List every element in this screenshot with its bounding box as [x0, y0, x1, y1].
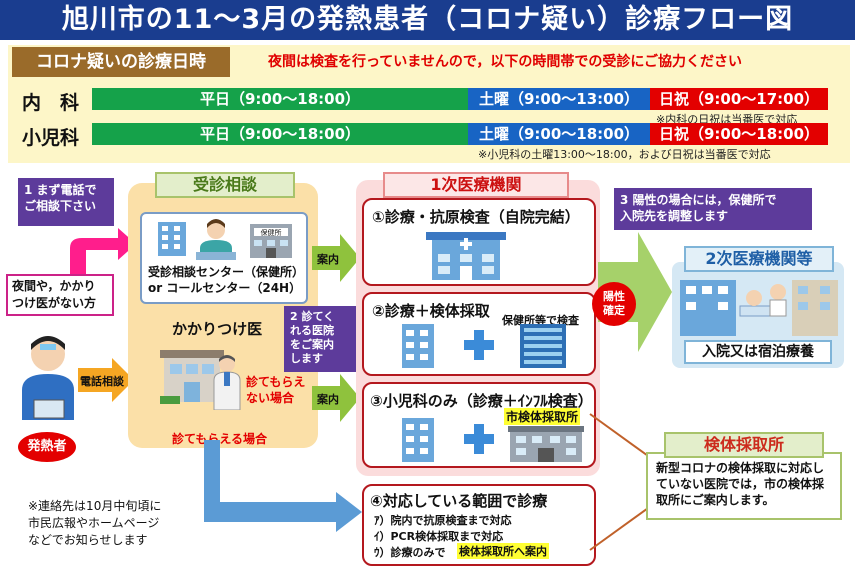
doctor-icon	[213, 355, 241, 410]
guide-arrow-2	[312, 374, 360, 422]
hospital-building-icon	[158, 222, 186, 256]
health-center-sign: 保健所	[260, 229, 282, 237]
testing-site-box: 新型コロナの検体採取に対応していない医院では，市の検体採取所にご案内します。	[646, 452, 842, 520]
clinic-building-icon	[160, 350, 224, 404]
clinic-small-icon-2	[402, 418, 434, 462]
step2-label: 2 診てく れる医院 をご案内 します	[284, 306, 356, 372]
step3-label: 3 陽性の場合には，保健所で 入院先を調整します	[614, 188, 812, 230]
internal-holiday-note: ※内科の日祝は当番医で対応	[656, 113, 798, 126]
primary-box-2-sub: 保健所等で検査	[502, 314, 579, 327]
primary-box-3-sub: 市検体採取所	[504, 408, 581, 425]
clinic-small-icon-1	[402, 324, 434, 368]
plus-icon-1	[464, 330, 494, 360]
family-doctor-label: かかりつけ医	[172, 320, 263, 338]
contact-note: ※連絡先は10月中旬頃に 市民広報やホームページ などでお知らせします	[28, 499, 162, 547]
box4-item-2: ｲ）PCR検体採取まで対応	[374, 530, 504, 543]
box4-item-3: ｳ）診療のみで	[374, 546, 446, 559]
positive-confirmed-badge: 陽性 確定	[592, 282, 636, 326]
phone-arrow	[78, 358, 134, 402]
box4-highlight: 検体採取所へ案内	[457, 543, 549, 559]
guide-arrow-1	[312, 234, 360, 282]
cannot-see-label: 診てもらえ ない場合	[246, 375, 306, 405]
guide-label-2: 案内	[317, 393, 339, 406]
pediatrics-holiday-note: ※小児科の土曜13:00～18:00，および日祝は当番医で対応	[478, 148, 771, 161]
box4-item-1: ｱ）院内で抗原検査まで対応	[374, 514, 512, 527]
saturday-bar-pediatrics: 土曜（9:00～18:00）	[468, 123, 650, 145]
hours-header: コロナ疑いの診療日時	[12, 47, 230, 77]
phone-consult-label: 電話相談	[80, 375, 124, 388]
testing-building-icon-1	[520, 324, 566, 368]
step1-label: 1 まず電話で ご相談下さい	[18, 178, 114, 226]
guide-label-1: 案内	[317, 253, 339, 266]
page-title: 旭川市の11～3月の発熱患者（コロナ疑い）診療フロー図	[0, 0, 855, 40]
secondary-title: 2次医療機関等	[684, 246, 834, 272]
city-testing-site-icon	[508, 426, 584, 462]
primary-title: 1次医療機関	[383, 172, 569, 198]
secondary-footer: 入院又は宿泊療養	[684, 340, 832, 364]
primary-box-2-title: ②診療＋検体採取	[372, 302, 490, 320]
night-note: 夜間や，かかり つけ医がない方	[6, 274, 114, 316]
night-path-arrow	[70, 228, 136, 276]
weekday-bar-pediatrics: 平日（9:00～18:00）	[92, 123, 468, 145]
primary-box-1-title: ①診療・抗原検査（自院完結）	[372, 208, 580, 226]
testing-site-title: 検体採取所	[664, 432, 824, 458]
primary-box-3-title: ③小児科のみ（診療＋ｲﾝﾌﾙ検査）	[370, 392, 593, 410]
patient-icon	[22, 336, 74, 420]
weekday-bar-internal: 平日（9:00～18:00）	[92, 88, 468, 110]
row-label-pediatrics: 小児科	[22, 127, 80, 149]
consultation-title: 受診相談	[155, 172, 295, 198]
health-center-icon	[250, 224, 292, 258]
holiday-bar-internal: 日祝（9:00～17:00）	[650, 88, 828, 110]
consultation-center-label: 受診相談センター（保健所） or コールセンター（24H）	[148, 265, 305, 295]
operator-icon	[196, 219, 236, 260]
direct-path-arrow	[204, 440, 362, 532]
primary-box-4-title: ④対応している範囲で診療	[370, 492, 548, 510]
holiday-bar-pediatrics: 日祝（9:00～18:00）	[650, 123, 828, 145]
hospital-icon	[426, 232, 506, 280]
can-see-label: 診てもらえる場合	[172, 432, 268, 446]
plus-icon-2	[464, 424, 494, 454]
fever-badge: 発熱者	[18, 432, 76, 462]
row-label-internal: 内 科	[22, 92, 80, 114]
hospital-bed-icon	[680, 280, 838, 336]
hours-note: 夜間は検査を行っていませんので，以下の時間帯での受診にご協力ください	[268, 54, 743, 70]
saturday-bar-internal: 土曜（9:00～13:00）	[468, 88, 650, 110]
